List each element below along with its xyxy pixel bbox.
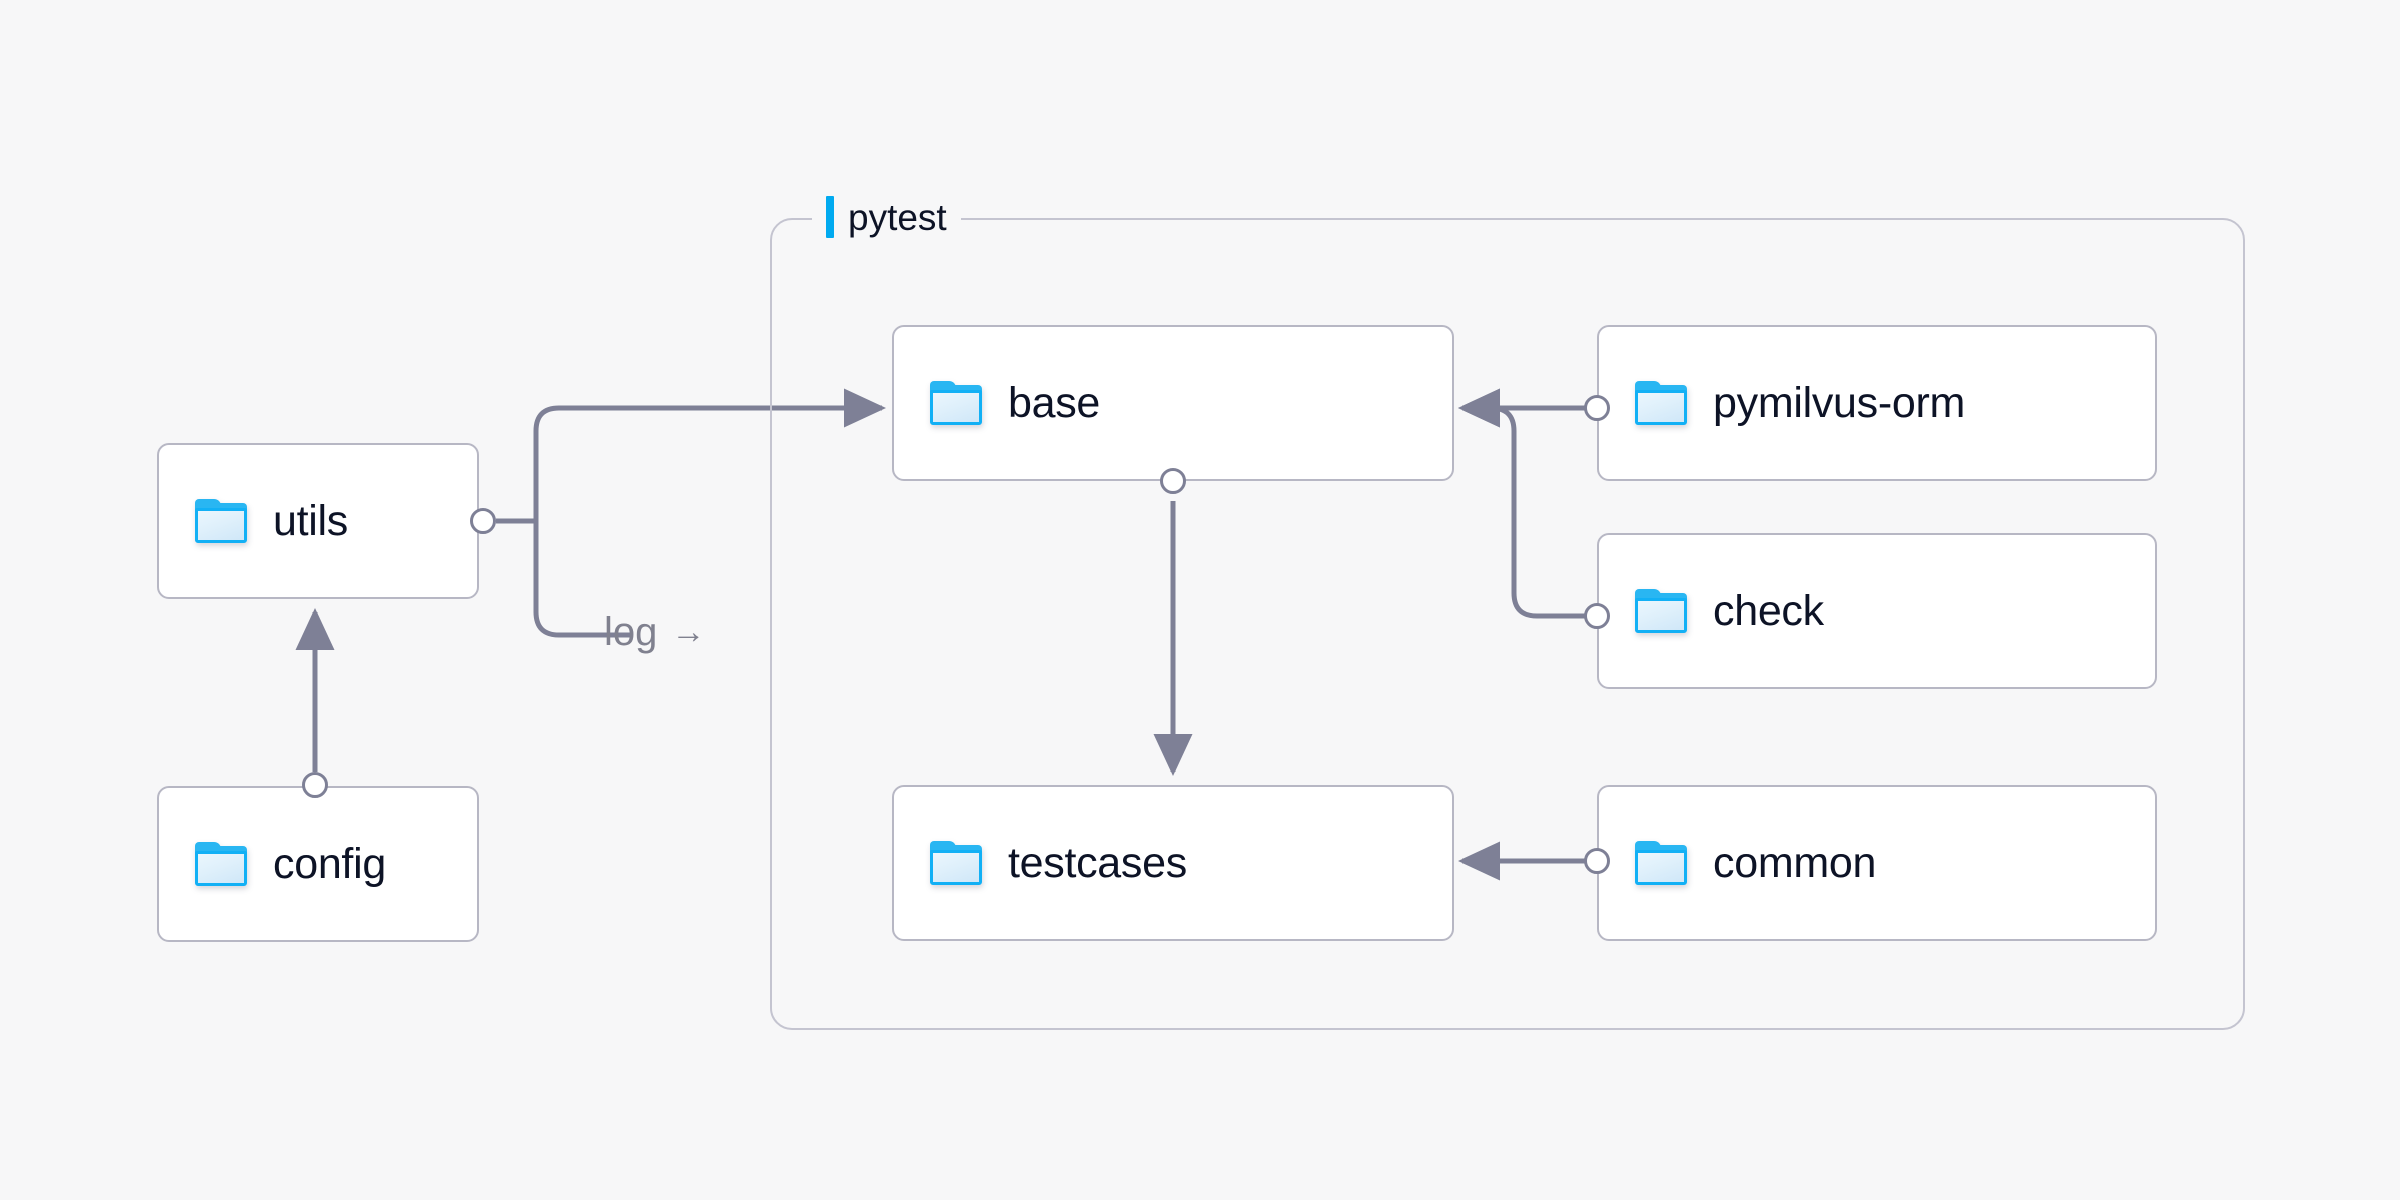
folder-icon bbox=[1635, 381, 1687, 425]
node-check-label: check bbox=[1713, 586, 1824, 635]
port-utils-right[interactable] bbox=[470, 508, 496, 534]
node-pymilvus-orm-label: pymilvus-orm bbox=[1713, 378, 1966, 427]
port-pymilvus-orm-left[interactable] bbox=[1584, 395, 1610, 421]
node-utils-label: utils bbox=[273, 496, 348, 545]
edge-label-log-text: log bbox=[604, 610, 658, 654]
node-common-label: common bbox=[1713, 838, 1877, 887]
folder-icon bbox=[930, 381, 982, 425]
folder-icon bbox=[1635, 589, 1687, 633]
node-testcases-label: testcases bbox=[1008, 838, 1187, 887]
folder-icon bbox=[195, 499, 247, 543]
node-check[interactable]: check bbox=[1597, 533, 2157, 689]
folder-icon bbox=[1635, 841, 1687, 885]
node-common[interactable]: common bbox=[1597, 785, 2157, 941]
group-pytest-title: pytest bbox=[848, 196, 947, 238]
arrow-right-icon: → bbox=[671, 613, 706, 651]
node-base[interactable]: base bbox=[892, 325, 1454, 481]
group-accent-bar bbox=[826, 196, 834, 238]
group-pytest-label: pytest bbox=[812, 194, 961, 240]
folder-icon bbox=[930, 841, 982, 885]
node-utils[interactable]: utils bbox=[157, 443, 479, 599]
node-config-label: config bbox=[273, 839, 386, 888]
port-config-top[interactable] bbox=[302, 772, 328, 798]
folder-icon bbox=[195, 842, 247, 886]
edge-label-log: log → bbox=[604, 612, 705, 652]
node-config[interactable]: config bbox=[157, 786, 479, 942]
group-pytest[interactable] bbox=[770, 218, 2245, 1030]
node-base-label: base bbox=[1008, 378, 1101, 427]
node-testcases[interactable]: testcases bbox=[892, 785, 1454, 941]
port-common-left[interactable] bbox=[1584, 848, 1610, 874]
port-base-bottom[interactable] bbox=[1160, 468, 1186, 494]
node-pymilvus-orm[interactable]: pymilvus-orm bbox=[1597, 325, 2157, 481]
port-check-left[interactable] bbox=[1584, 603, 1610, 629]
